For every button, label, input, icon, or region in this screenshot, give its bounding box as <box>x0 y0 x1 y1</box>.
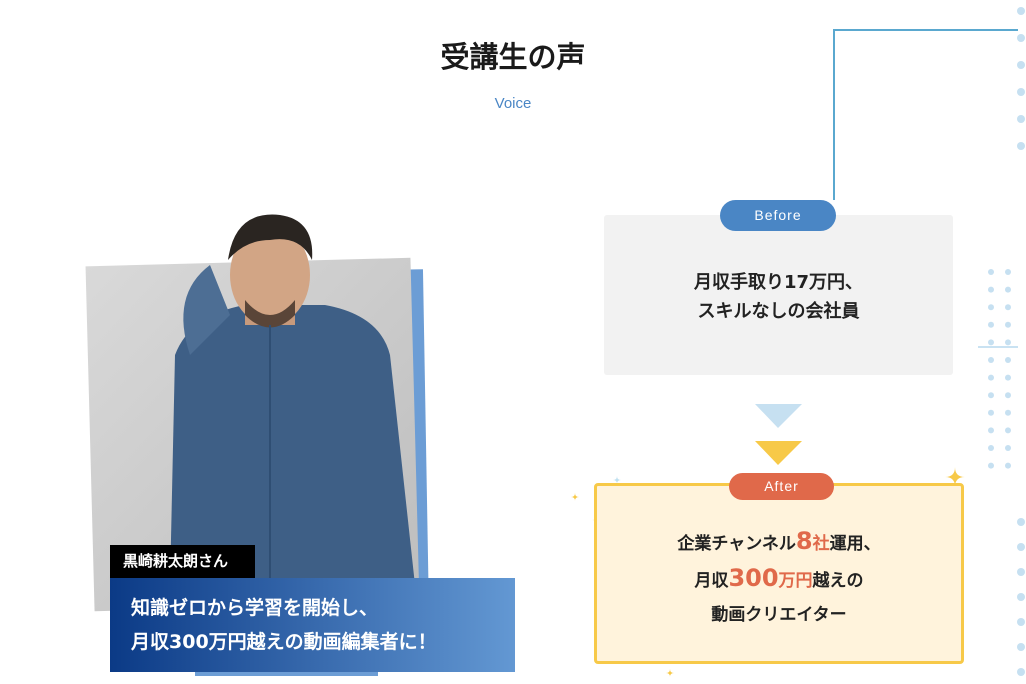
sparkle-icon <box>945 467 965 487</box>
dot <box>1017 34 1025 42</box>
dot-pattern <box>988 7 1025 676</box>
before-text: 月収手取り17万円、 <box>693 272 864 293</box>
dot <box>1005 304 1011 311</box>
connector-line <box>833 29 1018 200</box>
before-badge: Before <box>720 200 836 231</box>
dot <box>1017 518 1025 526</box>
dot <box>988 269 994 275</box>
dot <box>988 304 994 311</box>
dot <box>1017 7 1025 15</box>
dot <box>988 409 994 416</box>
dot <box>1005 286 1011 293</box>
sparkle-icon <box>571 493 579 501</box>
section-title: 受講生の声 <box>440 40 586 74</box>
dot <box>988 462 994 469</box>
dot <box>1017 668 1025 676</box>
dot <box>988 427 994 434</box>
dot <box>988 357 994 363</box>
dot <box>1017 568 1025 576</box>
dot <box>988 445 994 451</box>
section-subtitle: Voice <box>494 95 532 112</box>
dot <box>1005 445 1011 451</box>
testimonial-caption: 知識ゼロから学習を開始し、 月収300万円越えの動画編集者に！ <box>110 578 515 672</box>
student-photo-person <box>170 214 415 585</box>
dot <box>988 321 994 328</box>
dot <box>1005 392 1011 399</box>
after-text: 企業チャンネル8社運用、 <box>677 527 881 555</box>
dot <box>1005 462 1011 469</box>
dot <box>988 392 994 399</box>
dot <box>1017 61 1025 69</box>
dot <box>1005 374 1011 381</box>
arrow-down-icon <box>755 404 802 428</box>
before-text: スキルなしの会社員 <box>697 301 860 322</box>
after-text: 動画クリエイター <box>711 605 847 625</box>
dot <box>1005 339 1011 346</box>
dot <box>1017 88 1025 96</box>
dot <box>1005 269 1011 275</box>
dot <box>1005 321 1011 328</box>
arrow-down-icon <box>755 441 802 465</box>
dot <box>1017 543 1025 551</box>
dot <box>988 374 994 381</box>
dot <box>1005 357 1011 363</box>
before-card: 月収手取り17万円、 スキルなしの会社員 <box>604 215 953 375</box>
dot <box>1005 409 1011 416</box>
after-text: 月収300万円越えの <box>694 564 864 592</box>
caption-line: 月収300万円越えの動画編集者に！ <box>131 631 437 653</box>
dot <box>988 339 994 346</box>
dot <box>1017 618 1025 626</box>
dot <box>1017 115 1025 123</box>
sparkle-icon <box>666 669 674 677</box>
student-name: 黒崎耕太朗さん <box>110 545 255 578</box>
after-card: 企業チャンネル8社運用、 月収300万円越えの 動画クリエイター <box>594 483 964 664</box>
caption-line: 知識ゼロから学習を開始し、 <box>131 597 379 619</box>
dot <box>988 286 994 293</box>
after-badge: After <box>729 473 834 500</box>
dot <box>1017 142 1025 150</box>
caption-accent-bar <box>195 672 378 676</box>
dot <box>1005 427 1011 434</box>
dot <box>1017 643 1025 651</box>
dot <box>1017 593 1025 601</box>
sparkle-icon <box>613 476 621 484</box>
